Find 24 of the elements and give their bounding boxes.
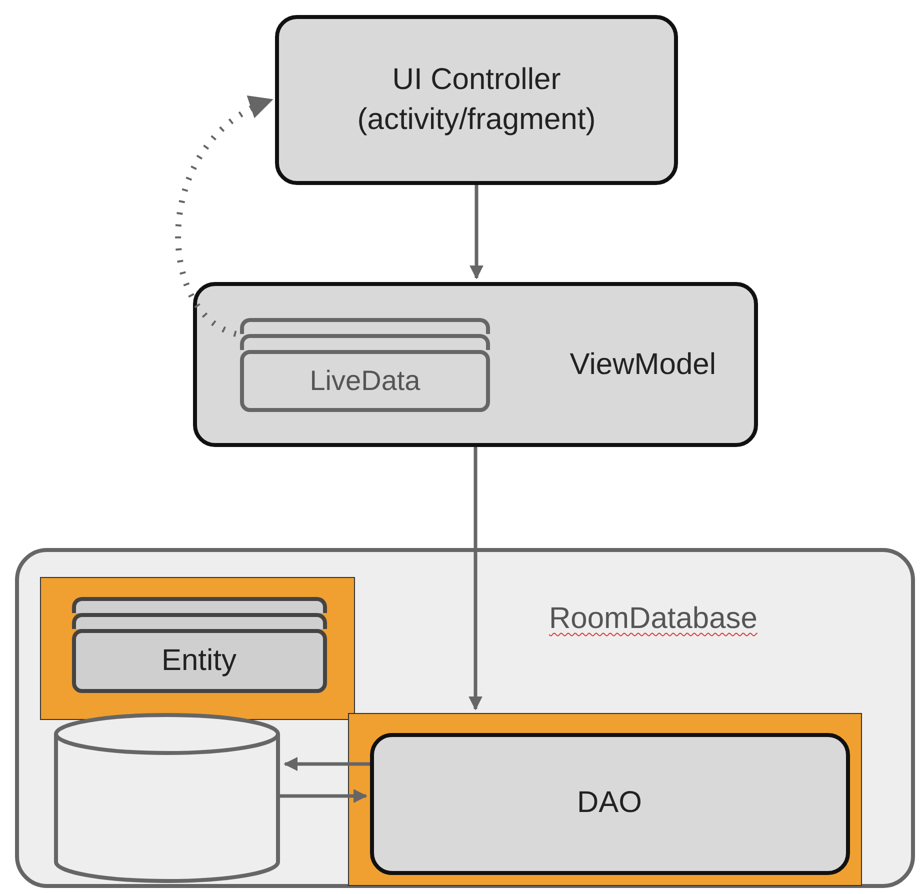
node-label: LiveData [310, 364, 420, 398]
node-label: DAO [576, 785, 642, 822]
arrow [470, 185, 484, 280]
process-box [193, 282, 758, 447]
stacked-card [72, 628, 326, 692]
node-label: UI Controller (activity/fragment) [356, 62, 597, 138]
process-box [370, 732, 850, 874]
database-cylinder [53, 712, 281, 884]
container-panel [15, 548, 915, 888]
arrow [284, 757, 370, 771]
stacked-card [72, 596, 326, 612]
panel-title: RoomDatabase [549, 601, 758, 637]
stacked-card [240, 334, 490, 350]
highlight-panel [348, 713, 862, 886]
process-box [275, 15, 678, 185]
stacked-card [72, 612, 326, 628]
arrow [176, 97, 274, 337]
stacked-card [240, 350, 490, 412]
node-label: Entity [161, 643, 237, 679]
arrow [468, 447, 482, 710]
stacked-card [240, 318, 490, 334]
arrow [279, 789, 368, 803]
node-label: ViewModel [570, 347, 716, 383]
highlight-panel [40, 577, 355, 720]
